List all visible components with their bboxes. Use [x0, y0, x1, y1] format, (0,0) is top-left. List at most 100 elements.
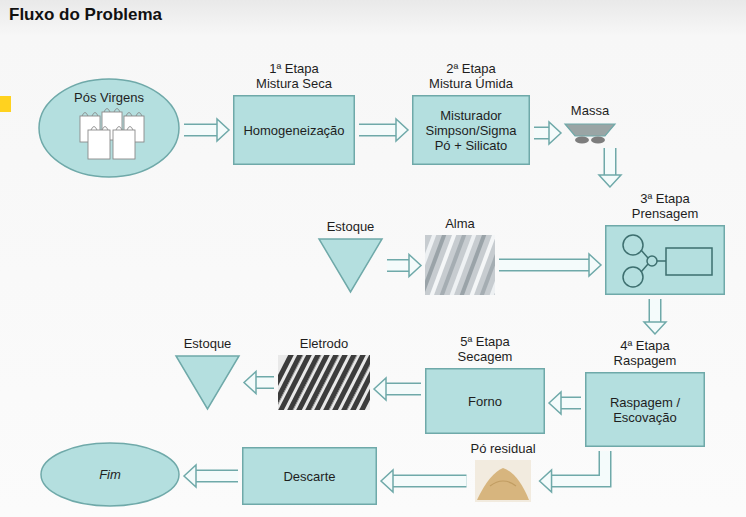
arrow-shaft-outline — [499, 259, 589, 272]
marker-tab — [0, 96, 11, 112]
picture-area — [475, 460, 531, 502]
highlight — [310, 355, 340, 410]
box-shape — [586, 373, 705, 447]
node-outline — [318, 238, 383, 293]
process-box: 4ª Etapa RaspagemRaspagem / Escovação — [585, 338, 705, 447]
arrow-shaft-outline — [359, 124, 396, 137]
arrow-head — [217, 119, 229, 141]
arrow-shaft-outline — [387, 259, 409, 272]
shape-body: Misturador Simpson/Sigma Pó + Silicato — [412, 95, 530, 165]
arrow-shaft — [196, 471, 238, 481]
node-label: Raspagem / Escovação — [593, 395, 697, 425]
shape-body: Forno — [425, 368, 545, 434]
node-outline — [175, 355, 240, 410]
terminal-ellipse: Pós Virgens — [38, 78, 180, 178]
arrow-shaft-outline — [196, 470, 238, 483]
step-heading: Massa — [571, 103, 609, 118]
block-arrow — [499, 254, 601, 276]
arrow-shaft-outline — [184, 124, 217, 137]
block-arrow — [644, 299, 666, 334]
electrode-picture — [278, 355, 370, 410]
arrow-shaft-outline — [552, 451, 605, 481]
process-box: 3ª Etapa Prensagem — [605, 191, 725, 295]
arrow-shaft-outline — [561, 397, 581, 410]
arrow-head — [549, 122, 561, 144]
rod — [480, 235, 495, 295]
arrow-shaft — [386, 384, 421, 394]
step-heading: 4ª Etapa Raspagem — [598, 338, 693, 368]
stock-triangle: Estoque — [318, 219, 383, 293]
powder-shade — [490, 481, 516, 486]
mass-icon — [565, 124, 615, 144]
block-arrow — [244, 372, 274, 394]
arrow-shaft-outline — [534, 127, 549, 140]
bag-strap — [91, 127, 108, 131]
picture-ground — [475, 460, 531, 502]
arrow-shaft-outline — [386, 383, 421, 396]
picture-area — [565, 122, 615, 144]
process-box: Descarte — [242, 447, 377, 505]
arrow-shaft — [561, 398, 581, 408]
wire-rods — [425, 235, 495, 295]
arrow-shaft — [256, 378, 274, 388]
picture-node: Eletrodo — [278, 336, 370, 410]
shape-body: Fim — [40, 442, 180, 507]
node-label: Homogeneização — [243, 123, 344, 138]
shape-body — [318, 238, 383, 293]
highlight — [328, 355, 358, 410]
arrow-shaft-outline — [649, 299, 662, 322]
arrow-head — [599, 175, 621, 187]
picture-node: Alma — [425, 216, 495, 295]
mass-roller — [575, 137, 589, 144]
arrow-shaft — [359, 125, 396, 135]
node-label: Pós Virgens — [74, 90, 144, 105]
highlight — [278, 355, 304, 410]
shape-body: Descarte — [242, 447, 377, 505]
stock-triangle: Estoque — [175, 336, 240, 410]
shape-body: Homogeneização — [233, 95, 355, 165]
block-arrow — [387, 255, 421, 277]
arrow-shaft — [605, 148, 615, 175]
arrow-shaft — [393, 476, 467, 486]
rod-highlights — [278, 355, 370, 410]
electrode-rods — [278, 355, 370, 410]
arrow-head — [381, 470, 393, 492]
rod — [490, 235, 495, 295]
terminal-ellipse: Fim — [40, 442, 180, 507]
picture-node: Pó residual — [471, 441, 536, 502]
box-shape — [606, 226, 725, 295]
picture-area — [425, 235, 495, 295]
block-arrow — [534, 122, 561, 144]
block-arrow — [540, 451, 605, 492]
arrow-shaft — [499, 260, 589, 270]
block-arrow — [381, 470, 467, 492]
step-heading: Pó residual — [471, 441, 536, 456]
shape-body: Pós Virgens — [38, 78, 180, 178]
box-shape — [413, 96, 530, 165]
picture-area — [278, 355, 370, 410]
step-heading: 2ª Etapa Mistura Úmida — [424, 61, 519, 91]
arrow-head — [409, 255, 421, 277]
block-arrow — [599, 148, 621, 187]
box-shape — [243, 448, 377, 505]
step-heading: Estoque — [327, 219, 375, 234]
process-box: 1ª Etapa Mistura SecaHomogeneização — [233, 61, 355, 165]
step-heading: 1ª Etapa Mistura Seca — [247, 61, 342, 91]
arrow-head — [644, 322, 666, 334]
arrow-shaft-outline — [393, 475, 467, 488]
bag-strap — [116, 127, 133, 131]
arrow-head — [589, 254, 601, 276]
triangle-shape — [319, 239, 382, 292]
core-wire-picture — [425, 235, 495, 295]
arrow-shaft — [552, 451, 605, 481]
block-arrow — [184, 119, 229, 141]
block-arrow — [359, 119, 408, 141]
step-heading: Alma — [445, 216, 475, 231]
step-heading: 3ª Etapa Prensagem — [618, 191, 713, 221]
ellipse-shape — [41, 443, 179, 506]
arrow-shaft-outline — [604, 148, 617, 175]
mass-roller — [591, 137, 605, 144]
block-arrow — [374, 378, 421, 400]
highlight — [292, 355, 322, 410]
arrow-head — [396, 119, 408, 141]
